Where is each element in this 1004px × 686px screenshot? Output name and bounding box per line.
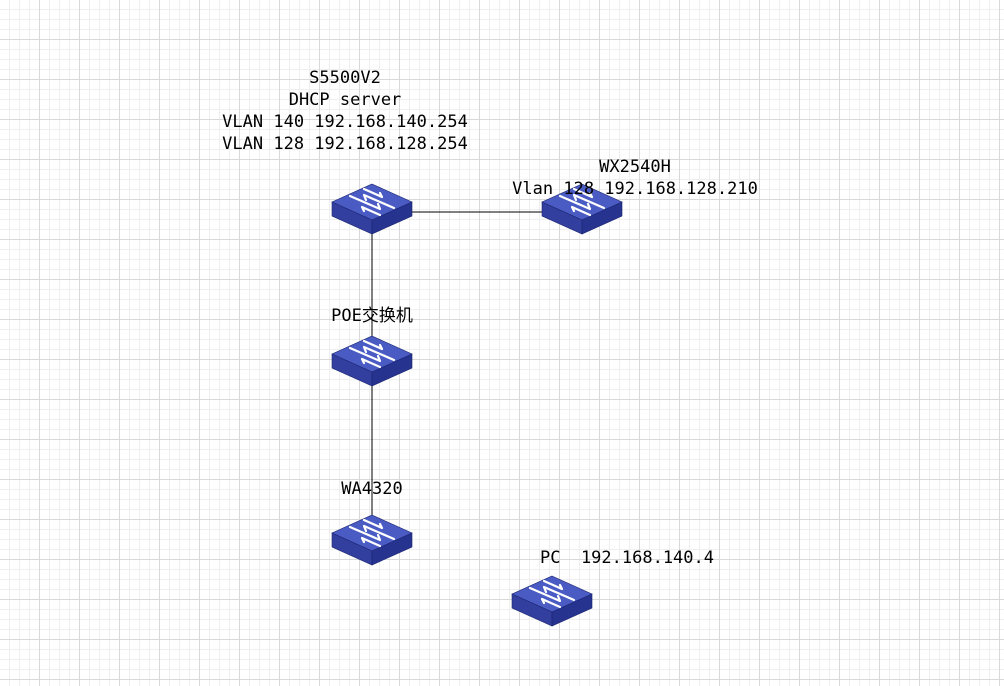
switch-icon-pc[interactable] (511, 575, 593, 627)
switch-icon-poe[interactable] (331, 335, 413, 387)
label-line: WA4320 (341, 479, 403, 499)
label-line: S5500V2 (309, 68, 381, 88)
label-line: POE交换机 (331, 306, 413, 326)
label-wa4320: WA4320 (292, 478, 452, 500)
label-line: PC 192.168.140.4 (540, 548, 714, 568)
switch-icon-wx2540[interactable] (541, 183, 623, 235)
label-line: WX2540H (599, 157, 671, 177)
label-line: Vlan 128 192.168.128.210 (512, 179, 758, 199)
switch-icon-s5500[interactable] (331, 183, 413, 235)
switch-icon-wa4320[interactable] (331, 514, 413, 566)
label-line: VLAN 128 192.168.128.254 (222, 134, 468, 154)
devices-layer (331, 183, 623, 627)
label-line: VLAN 140 192.168.140.254 (222, 112, 468, 132)
label-poe: POE交换机 (292, 305, 452, 327)
label-pc: PC 192.168.140.4 (512, 547, 742, 569)
label-line: DHCP server (288, 90, 402, 110)
